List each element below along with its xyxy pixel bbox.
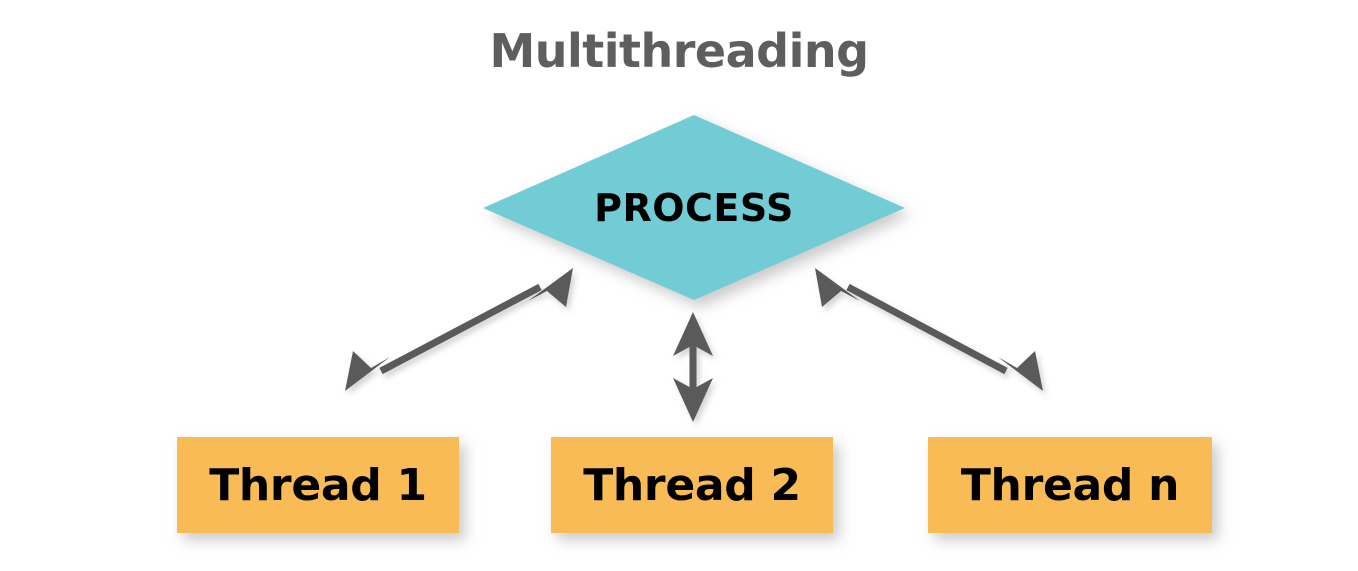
connector-process-thread-1-arrow	[345, 268, 573, 391]
thread-box-3-shape	[928, 437, 1212, 533]
process-node-label: PROCESS	[594, 185, 794, 230]
thread-node-label-3: Thread n	[960, 459, 1180, 511]
thread-node-label-1: Thread 1	[209, 459, 427, 511]
thread-box-2-shape	[551, 437, 833, 533]
connector-process-thread-2-arrow	[673, 312, 713, 422]
connector-process-thread-n-arrow	[815, 268, 1043, 391]
thread-node-label-2: Thread 2	[583, 459, 801, 511]
page-title: Multithreading	[489, 24, 869, 78]
process-diamond-shape	[483, 115, 905, 300]
thread-box-1-shape	[177, 437, 459, 533]
